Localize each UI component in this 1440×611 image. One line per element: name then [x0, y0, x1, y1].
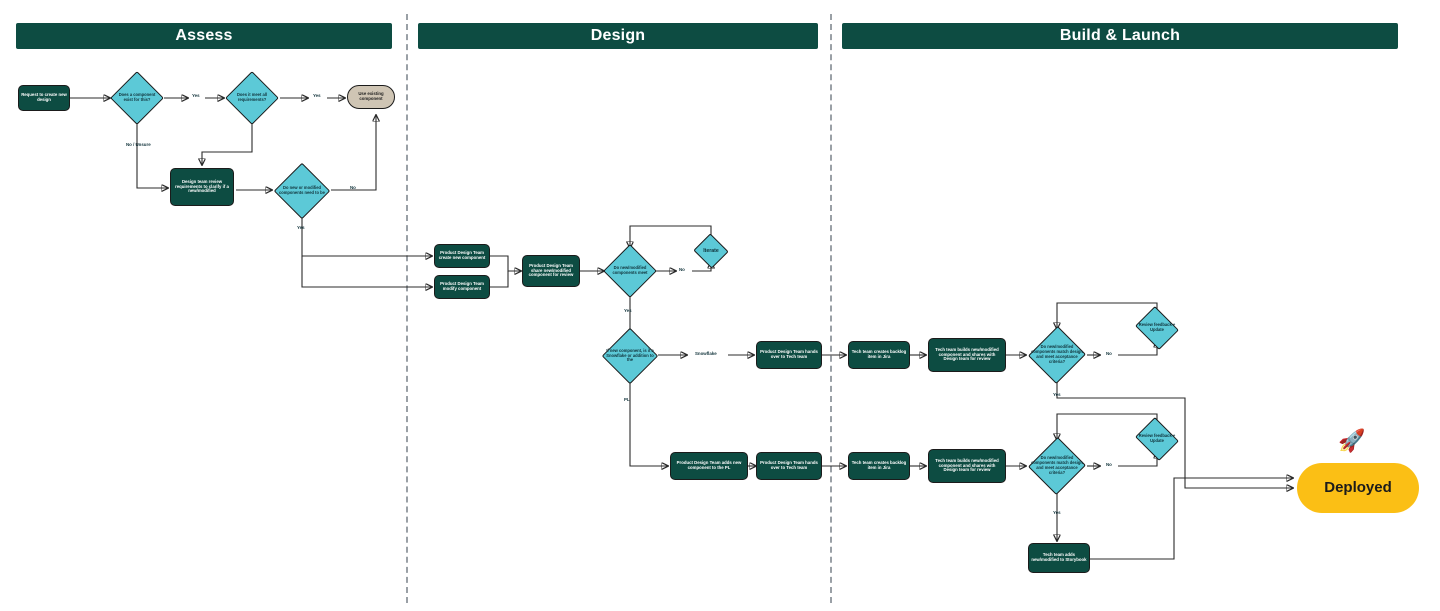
lane-divider-assess-design	[406, 14, 408, 603]
node-review-feedback-bottom-label: Review feedback + Update	[1138, 433, 1176, 443]
node-add-component-to-pl[interactable]: Product Design Team adds new component t…	[670, 452, 748, 480]
lane-header-build-label: Build & Launch	[1059, 27, 1181, 44]
node-deployed-label: Deployed	[1324, 479, 1392, 497]
edge-label-yes-3: Yes	[297, 225, 305, 230]
node-snowflake-or-pl-label: If new component, is it a Snowflake or a…	[606, 347, 654, 363]
node-modify-component-label: Product Design Team modify component	[440, 281, 484, 291]
node-jira-backlog-top[interactable]: Tech team creates backlog item in Jira	[848, 341, 910, 369]
node-create-new-component[interactable]: Product Design Team create new component	[434, 244, 490, 268]
edge-label-no-top: No	[1106, 351, 1112, 356]
node-review-feedback-top-label: Review feedback + Update	[1138, 322, 1176, 332]
node-jira-backlog-bottom-label: Tech team creates backlog item in Jira	[851, 460, 907, 470]
node-match-design-bottom-label: Do new/modified components match design …	[1031, 455, 1083, 475]
node-do-components-meet[interactable]: Do new/modified components meet	[603, 244, 657, 298]
lane-header-assess-label: Assess	[175, 27, 233, 44]
lane-header-design-label: Design	[590, 27, 646, 44]
edge-label-yes-2: Yes	[313, 93, 321, 98]
node-share-for-review-label: Product Design Team share new/modified c…	[528, 262, 574, 278]
lane-header-design: Design	[418, 23, 818, 49]
edge-label-yes-1: Yes	[192, 93, 200, 98]
edge-label-no-unsure: No / Unsure	[126, 142, 151, 147]
node-tech-build-bottom[interactable]: Tech team builds new/modified component …	[928, 449, 1006, 483]
edge-label-no-iterate: No	[679, 267, 685, 272]
edge-label-yes-top: Yes	[1053, 392, 1061, 397]
node-handoff-to-tech-top-label: Product Design Team hands over to Tech t…	[760, 349, 818, 359]
node-request-to-create[interactable]: Request to create new design	[18, 85, 70, 111]
node-add-to-storybook-label: Tech team adds new/modified to Storybook	[1031, 552, 1087, 562]
node-match-design-top-label: Do new/modified components match design …	[1031, 344, 1083, 364]
edge-label-snowflake: Snowflake	[695, 351, 717, 356]
node-jira-backlog-bottom[interactable]: Tech team creates backlog item in Jira	[848, 452, 910, 480]
edge-label-yes-meet: Yes	[624, 308, 632, 313]
lane-header-assess: Assess	[16, 23, 392, 49]
node-does-component-exist[interactable]: Does a component exist for this?	[110, 71, 164, 125]
node-modify-component[interactable]: Product Design Team modify component	[434, 275, 490, 299]
node-add-component-to-pl-label: Product Design Team adds new component t…	[676, 460, 742, 470]
node-does-component-exist-label: Does a component exist for this?	[118, 92, 156, 102]
node-tech-build-top-label: Tech team builds new/modified component …	[935, 346, 999, 362]
edge-label-yes-bottom: Yes	[1053, 510, 1061, 515]
node-deployed[interactable]: Deployed	[1297, 463, 1419, 513]
lane-header-build: Build & Launch	[842, 23, 1398, 49]
node-handoff-to-tech-bottom-label: Product Design Team hands over to Tech t…	[760, 460, 818, 470]
edge-label-no-bottom: No	[1106, 462, 1112, 467]
node-review-feedback-top[interactable]: Review feedback + Update	[1133, 306, 1181, 350]
node-use-existing-component-label: Use existing component	[358, 91, 384, 101]
node-snowflake-or-pl[interactable]: If new component, is it a Snowflake or a…	[601, 327, 659, 385]
node-match-design-top[interactable]: Do new/modified components match design …	[1028, 326, 1086, 384]
node-create-new-component-label: Product Design Team create new component	[438, 250, 486, 260]
node-use-existing-component[interactable]: Use existing component	[347, 85, 395, 109]
rocket-icon: 🚀	[1338, 428, 1366, 453]
node-review-feedback-bottom[interactable]: Review feedback + Update	[1133, 417, 1181, 461]
node-request-to-create-label: Request to create new design	[21, 92, 67, 102]
node-meets-all-requirements-label: Does it meet all requirements?	[236, 92, 268, 102]
node-design-team-review-label: Design team review requirements to clari…	[175, 178, 229, 194]
node-handoff-to-tech-bottom[interactable]: Product Design Team hands over to Tech t…	[756, 452, 822, 480]
node-share-for-review[interactable]: Product Design Team share new/modified c…	[522, 255, 580, 287]
node-tech-build-bottom-label: Tech team builds new/modified component …	[935, 457, 999, 473]
node-handoff-to-tech-top[interactable]: Product Design Team hands over to Tech t…	[756, 341, 822, 369]
node-add-to-storybook[interactable]: Tech team adds new/modified to Storybook	[1028, 543, 1090, 573]
node-iterate[interactable]: Iterate	[692, 233, 730, 269]
node-jira-backlog-top-label: Tech team creates backlog item in Jira	[851, 349, 907, 359]
node-new-or-modified-needed-label: Do new or modified components need to be	[279, 185, 325, 195]
edge-label-no-1: No	[350, 185, 356, 190]
node-iterate-label: Iterate	[703, 247, 719, 254]
edge-label-pl: PL	[624, 397, 630, 402]
node-match-design-bottom[interactable]: Do new/modified components match design …	[1028, 437, 1086, 495]
lane-divider-design-build	[830, 14, 832, 603]
node-do-components-meet-label: Do new/modified components meet	[612, 265, 648, 275]
node-tech-build-top[interactable]: Tech team builds new/modified component …	[928, 338, 1006, 372]
node-new-or-modified-needed[interactable]: Do new or modified components need to be	[273, 162, 331, 220]
node-design-team-review[interactable]: Design team review requirements to clari…	[170, 168, 234, 206]
node-meets-all-requirements[interactable]: Does it meet all requirements?	[225, 71, 279, 125]
